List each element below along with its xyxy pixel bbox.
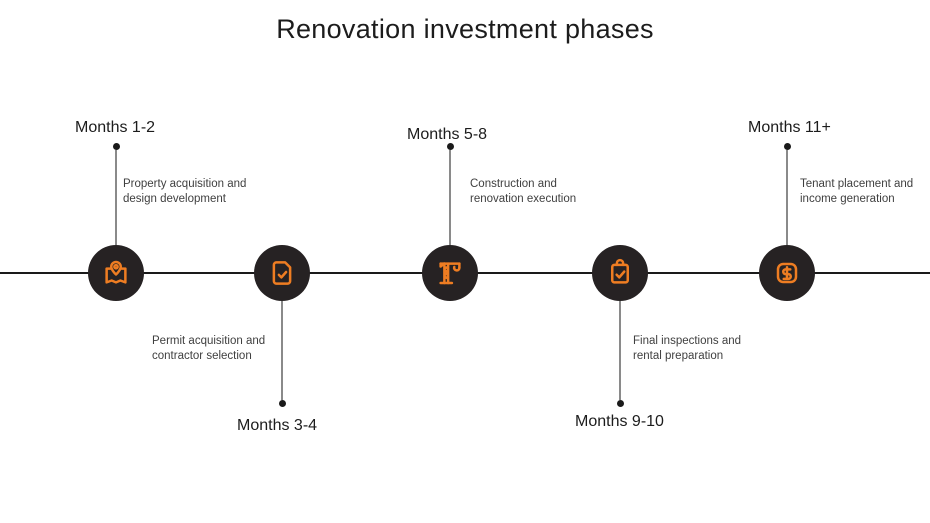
dollar-sign-icon [776, 262, 798, 284]
phase-node [254, 245, 310, 301]
phase-node [592, 245, 648, 301]
phase-month-label: Months 11+ [748, 119, 831, 136]
page-title: Renovation investment phases [276, 14, 654, 44]
document-check-icon [272, 261, 292, 285]
connector-line [786, 150, 788, 245]
phase-month-label: Months 9-10 [575, 413, 664, 430]
phase-description: Permit acquisition and contractor select… [152, 335, 266, 362]
phase-description: Property acquisition and design developm… [123, 178, 247, 205]
connector-dot [446, 143, 454, 150]
phase-month-label: Months 5-8 [407, 126, 488, 143]
phase-month-label: Months 3-4 [237, 417, 318, 434]
phase-node [422, 245, 478, 301]
connector-dot [278, 400, 286, 407]
connector-line [115, 150, 117, 245]
crane-icon [439, 262, 461, 285]
phase-description: Final inspections and rental preparation [633, 335, 742, 362]
connector-dot [112, 143, 120, 150]
phase-month-label: Months 1-2 [75, 119, 156, 136]
phase-description: Construction and renovation execution [470, 178, 577, 205]
phase-node [759, 245, 815, 301]
connector-dot [783, 143, 791, 150]
map-pin-icon [105, 260, 127, 284]
connector-line [449, 150, 451, 245]
connector-dot [616, 400, 624, 407]
phase-node [88, 245, 144, 301]
connector-line [281, 301, 283, 400]
connector-line [619, 301, 621, 400]
clipboard-check-icon [611, 258, 629, 284]
phase-description: Tenant placement and income generation [800, 178, 914, 205]
